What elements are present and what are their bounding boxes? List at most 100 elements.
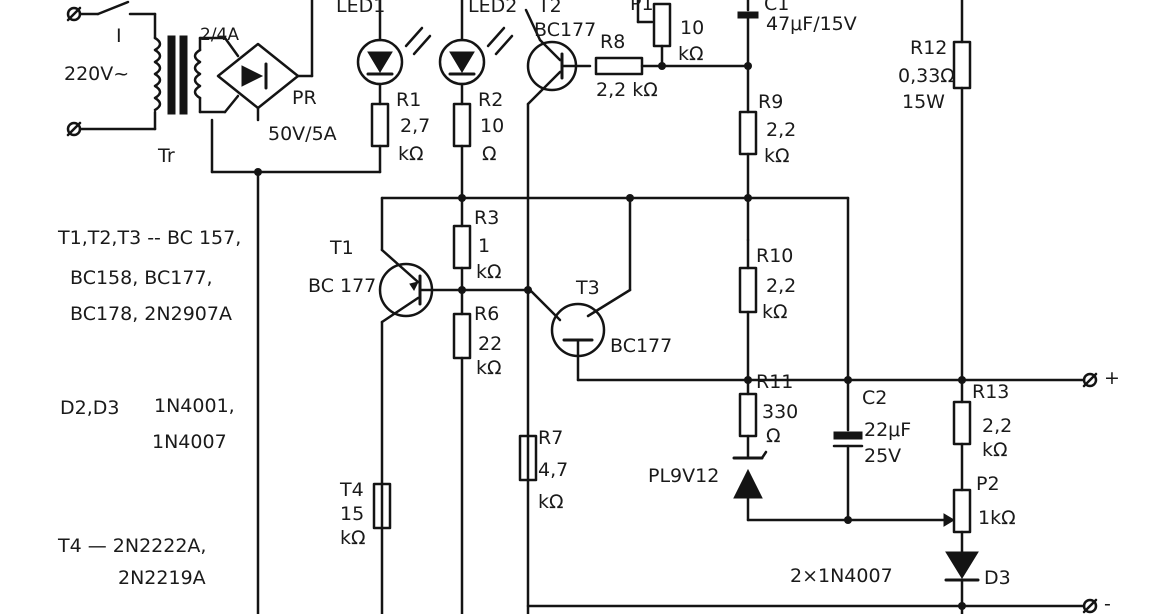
- zener-label: PL9V12: [648, 465, 719, 487]
- r1-unit: kΩ: [398, 143, 424, 165]
- note-diodes-1: 1N4001,: [154, 395, 235, 417]
- t2-label: T2: [537, 0, 562, 17]
- resistor-r13: R13 2,2 kΩ: [952, 378, 1012, 492]
- r6-value: 22: [478, 333, 502, 355]
- r13-value: 2,2: [982, 415, 1012, 437]
- r9-label: R9: [758, 91, 783, 113]
- bridge-rectifier: PR 50V/5A: [210, 0, 382, 174]
- r12-value: 0,33Ω: [898, 65, 955, 87]
- r7-unit: kΩ: [538, 491, 564, 513]
- resistor-r1: R1 2,7 kΩ: [370, 82, 430, 174]
- r12-label: R12: [910, 37, 947, 59]
- p1-value: 10: [680, 17, 704, 39]
- component-notes: T1,T2,T3 -- BC 157, BC158, BC177, BC178,…: [57, 227, 241, 589]
- junction-dot: [524, 286, 532, 294]
- note-diodes-label: D2,D3: [60, 397, 119, 419]
- t3-label: T3: [575, 277, 600, 299]
- c1-label: C1: [764, 0, 789, 15]
- resistor-r2: R2 10 Ω: [452, 82, 504, 200]
- resistor-r6: R6 22 kΩ: [452, 288, 502, 614]
- p1-label: P1: [630, 0, 654, 15]
- led1-label: LED1: [336, 0, 385, 17]
- transformer-label: Tr: [157, 145, 175, 167]
- fuse-label: 2/4A: [200, 25, 239, 45]
- led2-label: LED2: [468, 0, 517, 17]
- r1-label: R1: [396, 89, 421, 111]
- zener-diode: PL9V12: [648, 450, 952, 522]
- t4-res-value: 15: [340, 503, 364, 525]
- potentiometer-p2: P2 1kΩ: [943, 473, 1016, 554]
- switch-label: I: [116, 25, 122, 47]
- potentiometer-p1: P1 10 kΩ: [630, 0, 704, 70]
- junction-dot: [254, 168, 262, 176]
- mains-terminal-lower: [66, 110, 157, 137]
- note-t4-2: 2N2219A: [118, 567, 206, 589]
- t1-label: T1: [329, 237, 354, 259]
- r9-value: 2,2: [766, 119, 796, 141]
- resistor-r10: R10 2,2 kΩ: [738, 238, 796, 382]
- p2-value: 1kΩ: [978, 507, 1016, 529]
- r3-label: R3: [474, 207, 499, 229]
- resistor-r9: R9 2,2 kΩ: [738, 64, 796, 242]
- c2-label: C2: [862, 387, 887, 409]
- d3-label: D3: [984, 567, 1011, 589]
- resistor-r8: R8 2,2 kΩ: [594, 31, 750, 101]
- r6-unit: kΩ: [476, 357, 502, 379]
- r2-value: 10: [480, 115, 504, 137]
- transistor-t3: T3 BC177: [528, 196, 750, 382]
- mains-voltage-label: 220V~: [64, 63, 129, 85]
- capacitor-c2: C2 22μF 25V: [832, 387, 911, 522]
- diodes-note: 2×1N4007: [790, 565, 893, 587]
- output-terminal-minus: -: [1082, 593, 1111, 614]
- junction-dot: [844, 376, 852, 384]
- r10-label: R10: [756, 245, 793, 267]
- p1-unit: kΩ: [678, 43, 704, 65]
- note-transistors-1: T1,T2,T3 -- BC 157,: [57, 227, 241, 249]
- c1-value: 47μF/15V: [766, 13, 857, 35]
- r11-label: R11: [756, 371, 793, 393]
- resistor-r3: R3 1 kΩ: [452, 196, 502, 292]
- output-minus-label: -: [1104, 593, 1111, 614]
- junction-dot: [958, 602, 966, 610]
- r3-value: 1: [478, 235, 490, 257]
- r11-value: 330: [762, 401, 798, 423]
- r8-value: 2,2 kΩ: [596, 79, 658, 101]
- bridge-rating: 50V/5A: [268, 123, 337, 145]
- t4-res-unit: kΩ: [340, 527, 366, 549]
- resistor-r7: R7 4,7 kΩ: [518, 427, 568, 513]
- r12-power: 15W: [902, 91, 945, 113]
- diode-d3: D3: [944, 551, 1011, 614]
- r8-label: R8: [600, 31, 625, 53]
- r11-unit: Ω: [766, 425, 781, 447]
- output-terminal-plus: +: [1082, 367, 1120, 389]
- r13-label: R13: [972, 381, 1009, 403]
- r9-unit: kΩ: [764, 145, 790, 167]
- p2-label: P2: [976, 473, 1000, 495]
- note-transistors-3: BC178, 2N2907A: [70, 303, 232, 325]
- resistor-r11: R11 330 Ω: [738, 371, 798, 460]
- capacitor-c1: C1 47μF/15V: [737, 0, 857, 68]
- transistor-t2: T2 BC177: [524, 0, 596, 614]
- r2-unit: Ω: [482, 143, 497, 165]
- t3-type: BC177: [610, 335, 672, 357]
- note-diodes-2: 1N4007: [152, 431, 227, 453]
- c2-value: 22μF: [864, 419, 911, 441]
- t1-type: BC 177: [308, 275, 376, 297]
- output-plus-label: +: [1104, 367, 1120, 389]
- r7-label: R7: [538, 427, 563, 449]
- led1: LED1: [336, 0, 432, 86]
- bridge-label: PR: [292, 87, 317, 109]
- r10-unit: kΩ: [762, 301, 788, 323]
- r7-value: 4,7: [538, 459, 568, 481]
- transistor-t1: T1 BC 177: [308, 196, 532, 614]
- note-t4-1: T4 — 2N2222A,: [57, 535, 206, 557]
- mains-switch: I: [66, 0, 157, 47]
- t2-type: BC177: [534, 19, 596, 41]
- resistor-t4: T4 15 kΩ: [339, 479, 392, 549]
- r6-label: R6: [474, 303, 499, 325]
- led2: LED2: [438, 0, 517, 86]
- r2-label: R2: [478, 89, 503, 111]
- junction-dot: [744, 194, 752, 202]
- resistor-r12: R12 0,33Ω 15W: [898, 0, 972, 382]
